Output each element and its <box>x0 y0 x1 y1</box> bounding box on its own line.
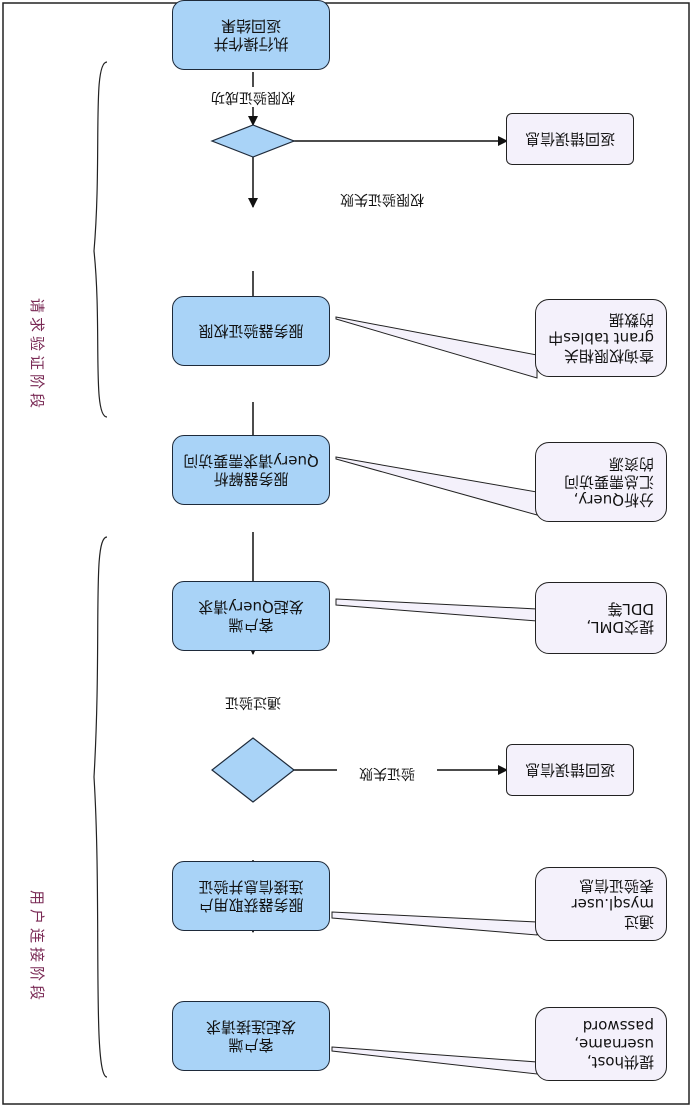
callout-dml-ddl: 提交DML, DDL等 <box>535 582 667 654</box>
decision-permission <box>210 124 296 158</box>
phase-label-connect: 用户连接阶段 <box>28 889 46 1004</box>
brace-connect-phase <box>93 61 108 418</box>
edge-label-perm-ok: 权限验证成功 <box>198 87 308 107</box>
callout-connection-info: 提供host, username, password <box>535 1007 667 1081</box>
step-parse-query: 服务器解析 Query请求需要访问 <box>172 435 330 505</box>
callout-tail-c4 <box>335 456 538 516</box>
step-verify-permission: 服务器验证权限 <box>172 296 330 366</box>
callout-tail-c3 <box>335 598 538 622</box>
edge-label-auth-fail: 验证失败 <box>337 763 437 783</box>
reject-auth-error: 返回错误信息 <box>506 744 634 796</box>
decision-auth <box>211 737 295 803</box>
step-execute-return: 执行操作并 返回结果 <box>172 0 330 70</box>
callout-mysql-user: 通过 mysql.user 表验证信息 <box>535 867 667 941</box>
callout-tail-c5 <box>335 316 538 379</box>
brace-verify-phase <box>93 536 108 1078</box>
edge-label-auth-ok: 通过验证 <box>207 692 299 712</box>
phase-label-verify: 请求验证阶段 <box>28 297 46 412</box>
step-query-request: 客户端 发起Query请求 <box>172 581 330 651</box>
reject-permission-error: 返回错误信息 <box>506 113 634 165</box>
edge-label-perm-fail: 权限验证失败 <box>327 189 437 209</box>
callout-tail-c2 <box>331 911 538 936</box>
step-verify-connection: 服务器获取用户 连接信息并验证 <box>172 861 330 931</box>
step-connect-request: 客户端 发起连接请求 <box>172 1001 330 1071</box>
callout-grant-tables: 查询权限相关 grant tables中 的数据 <box>535 299 667 377</box>
callout-tail-c1 <box>331 1046 538 1075</box>
callout-analyze-query: 分析Query, 汇总需要访问 的资源 <box>535 442 667 522</box>
